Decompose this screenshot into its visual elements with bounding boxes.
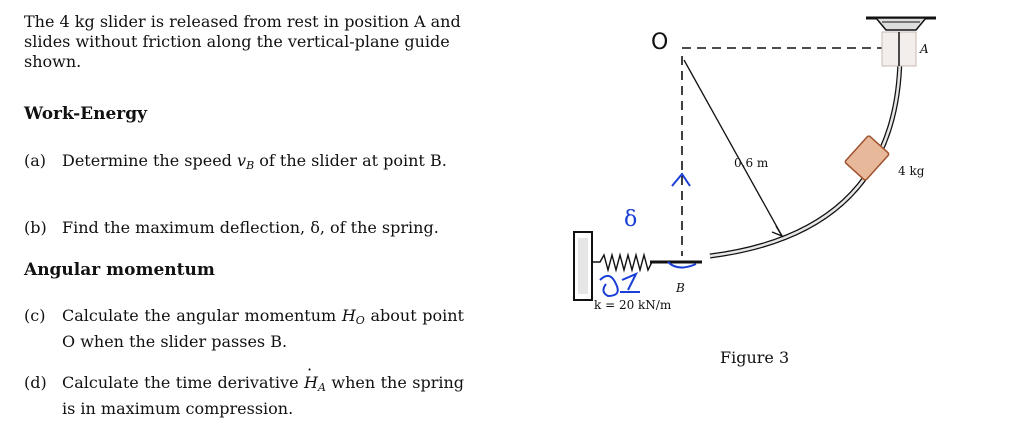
part-c-text-before: Calculate the angular momentum: [62, 306, 337, 325]
problem-intro: The 4 kg slider is released from rest in…: [24, 12, 461, 71]
handwritten-annotations: [599, 172, 697, 298]
wall-block: [573, 231, 593, 301]
spring: [592, 252, 700, 273]
part-d-symbol: H: [304, 359, 318, 393]
part-a-subscript: B: [246, 159, 255, 172]
figure-caption: Figure 3: [720, 348, 790, 367]
part-c: (c) Calculate the angular momentum HO ab…: [24, 305, 464, 352]
section-heading-work-energy: Work-Energy: [24, 104, 148, 124]
part-c-label: (c): [24, 306, 46, 325]
radius-line: [683, 59, 783, 237]
part-d-subscript: A: [317, 381, 326, 394]
part-d-text-before: Calculate the time derivative: [62, 373, 299, 392]
part-b-label: (b): [24, 218, 47, 237]
part-d: (d) Calculate the time derivative HA whe…: [24, 359, 465, 419]
problem-text: The 4 kg slider is released from rest in…: [24, 12, 474, 418]
part-a: (a) Determine the speed vB of the slider…: [24, 150, 464, 176]
ceiling-support: [866, 16, 936, 31]
part-a-label: (a): [24, 151, 47, 170]
part-b-text: Find the maximum deflection, δ, of the s…: [62, 218, 439, 237]
part-c-subscript: O: [355, 314, 365, 327]
label-radius: 0.6 m: [734, 156, 769, 170]
part-a-text: Determine the speed vB of the slider at …: [62, 150, 464, 176]
label-mass: 4 kg: [898, 164, 925, 178]
part-d-text-after: when the spring is in maximum compressio…: [62, 373, 465, 418]
label-delta: δ: [624, 207, 638, 232]
part-d-label: (d): [24, 373, 47, 392]
part-c-text: Calculate the angular momentum HO about …: [62, 305, 464, 352]
part-b: (b) Find the maximum deflection, δ, of t…: [24, 217, 464, 238]
figure-3: O A 0.6 m 4 kg B k = 20 kN/m δ: [560, 0, 1024, 433]
slider-position-a: [881, 31, 917, 67]
label-point-o: O: [651, 30, 669, 55]
part-d-text: Calculate the time derivative HA when th…: [62, 359, 465, 419]
label-point-b: B: [676, 281, 685, 295]
label-point-a: A: [920, 42, 929, 56]
section-heading-angular-momentum: Angular momentum: [24, 260, 215, 280]
label-spring-constant: k = 20 kN/m: [594, 298, 672, 312]
part-a-text-after: of the slider at point B.: [259, 151, 447, 170]
part-a-text-before: Determine the speed: [62, 151, 232, 170]
part-c-symbol: H: [341, 306, 356, 325]
part-a-symbol: v: [237, 151, 247, 170]
part-c-text-after: about point O when the slider passes B.: [62, 306, 464, 351]
mechanism-diagram: [573, 16, 936, 301]
slider-block-4kg: [844, 135, 890, 181]
